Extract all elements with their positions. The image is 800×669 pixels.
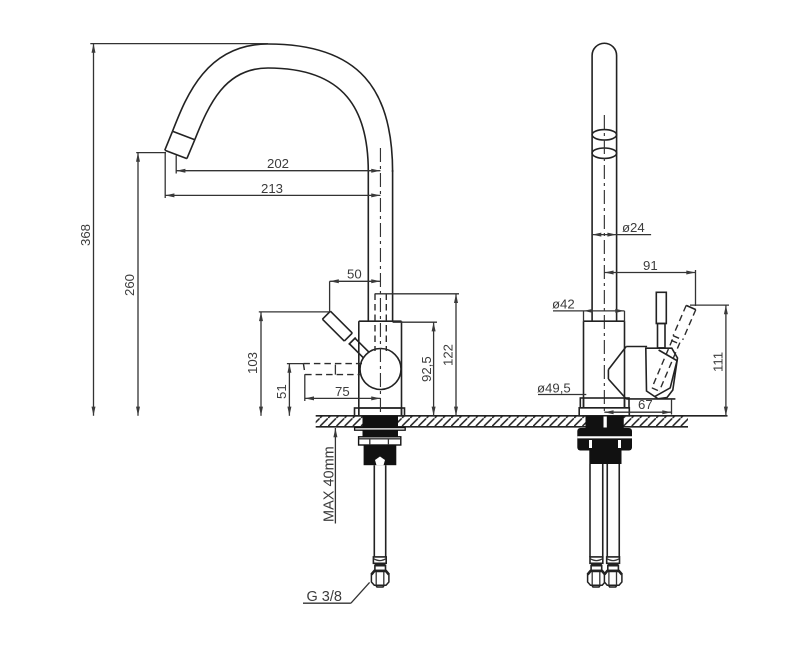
- svg-text:67: 67: [638, 397, 653, 412]
- svg-text:92,5: 92,5: [419, 356, 434, 382]
- svg-text:260: 260: [122, 274, 137, 296]
- svg-text:91: 91: [643, 258, 658, 273]
- svg-text:213: 213: [261, 181, 283, 196]
- svg-text:368: 368: [78, 224, 93, 246]
- svg-text:202: 202: [267, 156, 289, 171]
- svg-text:103: 103: [245, 352, 260, 374]
- svg-text:122: 122: [441, 344, 456, 366]
- svg-text:111: 111: [711, 352, 726, 372]
- svg-text:MAX 40mm: MAX 40mm: [322, 446, 338, 522]
- svg-text:51: 51: [274, 384, 289, 399]
- svg-text:75: 75: [335, 384, 350, 399]
- svg-text:ø24: ø24: [622, 220, 645, 235]
- svg-text:50: 50: [347, 267, 362, 282]
- svg-text:ø42: ø42: [552, 297, 575, 312]
- svg-text:G 3/8: G 3/8: [307, 589, 342, 605]
- svg-text:ø49,5: ø49,5: [537, 381, 571, 396]
